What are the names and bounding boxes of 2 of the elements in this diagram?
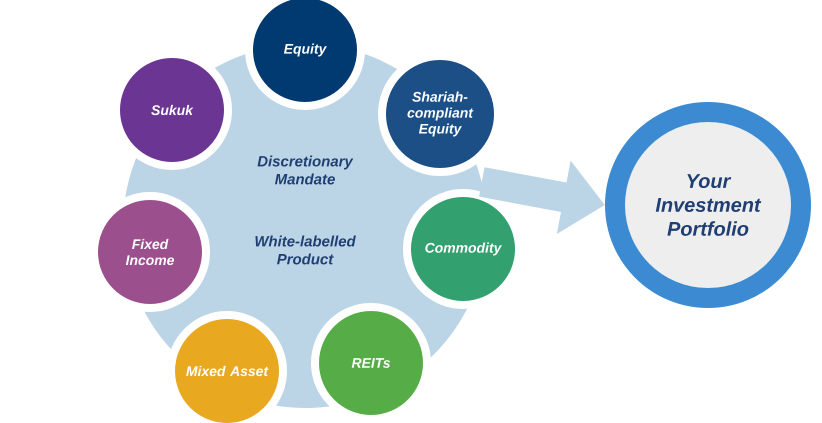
- hub-text: Discretionary Mandate: [258, 156, 354, 184]
- hub-text: White-labelled Product: [255, 236, 356, 264]
